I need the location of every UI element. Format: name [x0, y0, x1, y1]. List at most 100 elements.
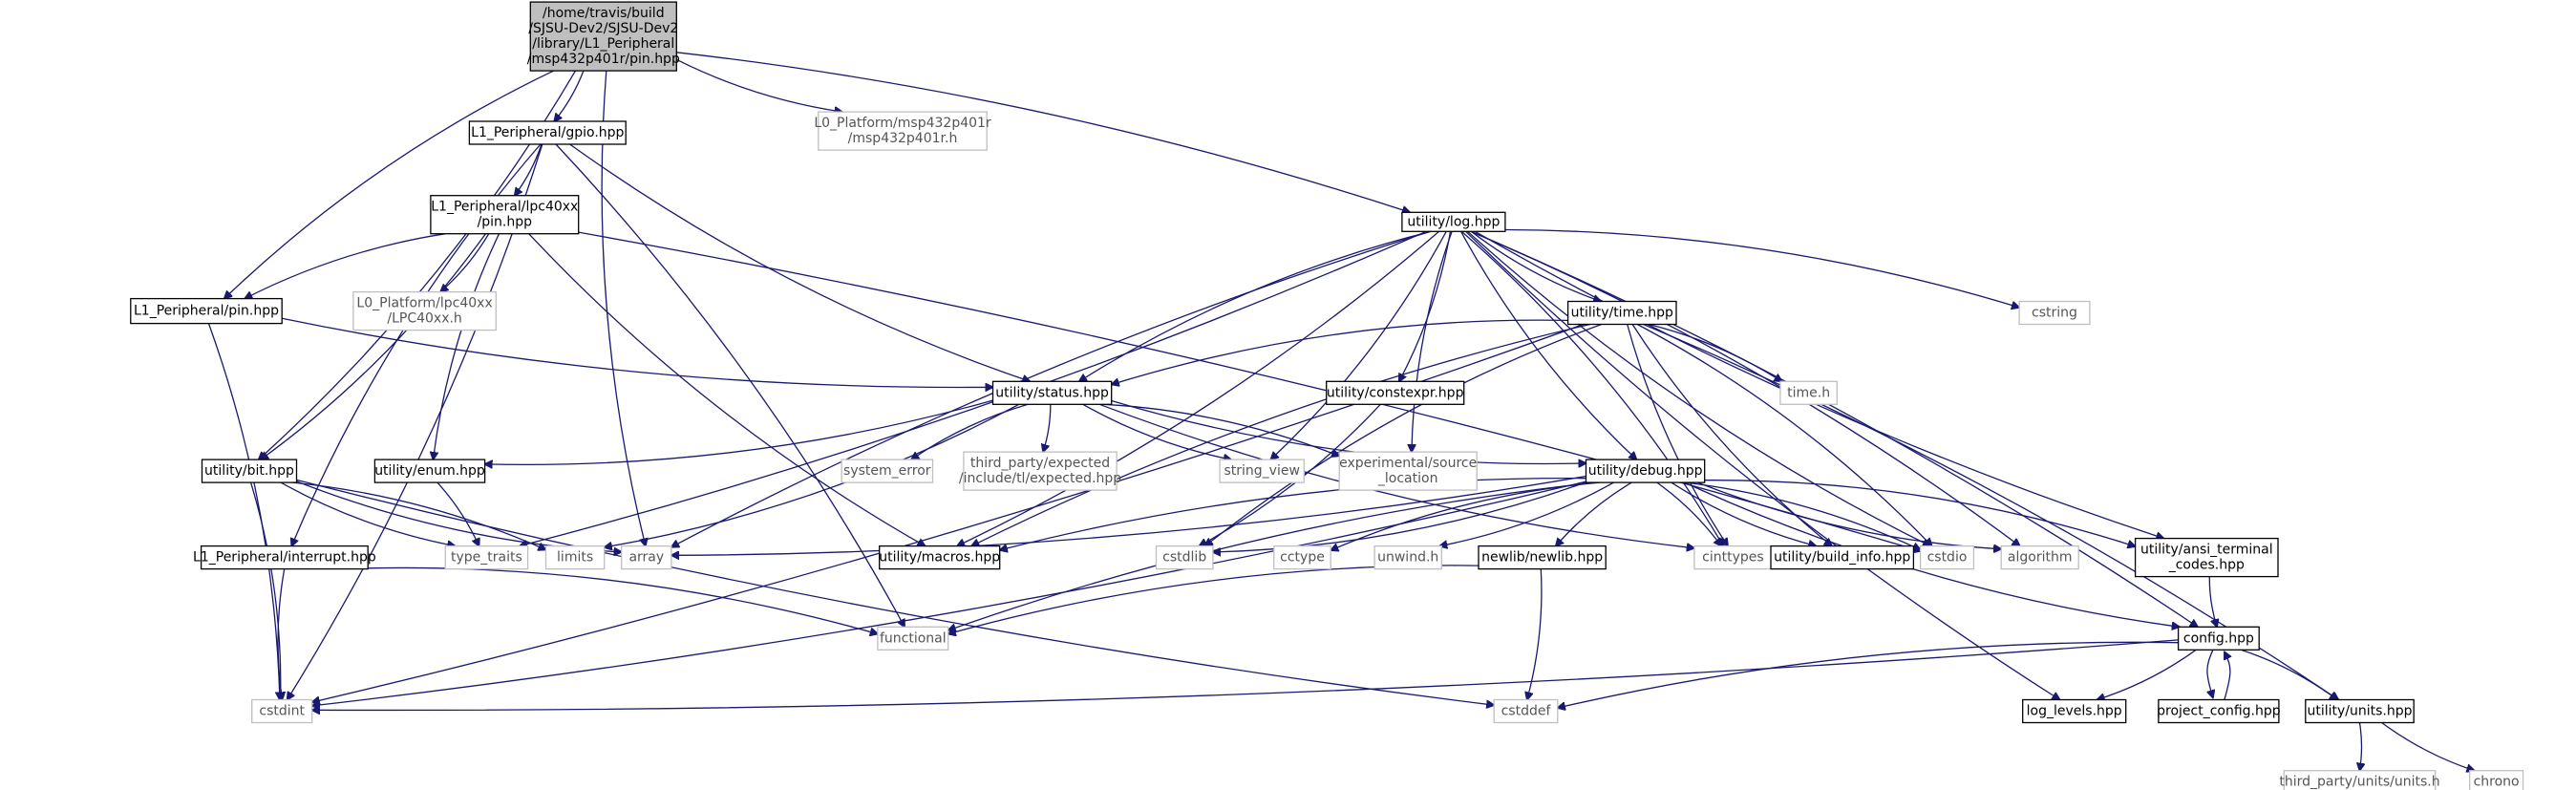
- node-box-unitsh: [2283, 770, 2437, 790]
- node-box-time: [1566, 300, 1677, 326]
- node-gpio[interactable]: L1_Peripheral/gpio.hpp: [468, 120, 627, 145]
- edge-lpcpin-to-enum: [434, 233, 500, 459]
- edge-status-to-expected: [1043, 404, 1052, 452]
- node-label-root: /SJSU-Dev2/SJSU-Dev2: [528, 21, 678, 36]
- edge-debug-to-newlib: [1556, 481, 1632, 545]
- node-cstdio: cstdio: [1919, 544, 1975, 570]
- edge-config-to-loglevels: [2097, 649, 2197, 699]
- edge-log-to-cstring: [1504, 228, 2019, 308]
- node-box-projcfg: [2158, 698, 2280, 724]
- node-box-bit: [201, 459, 298, 483]
- node-bit[interactable]: utility/bit.hpp: [201, 459, 298, 483]
- node-label-l0msp: /msp432p401r.h: [848, 131, 958, 146]
- node-box-cstddef: [1493, 698, 1559, 724]
- node-box-config: [2177, 626, 2260, 651]
- node-label-projcfg: project_config.hpp: [2157, 704, 2281, 719]
- node-box-timeh: [1779, 380, 1838, 405]
- node-lpcpin[interactable]: L1_Peripheral/lpc40xx/pin.hpp: [430, 195, 580, 235]
- edge-status-to-enum: [485, 399, 993, 464]
- node-units[interactable]: utility/units.hpp: [2305, 698, 2415, 724]
- node-label-l0lpc: L0_Platform/lpc40xx: [356, 296, 492, 311]
- node-label-interrupt: L1_Peripheral/interrupt.hpp: [193, 550, 376, 566]
- node-macros[interactable]: utility/macros.hpp: [879, 544, 1001, 570]
- node-box-array: [621, 544, 672, 570]
- node-box-limits: [544, 544, 606, 570]
- node-label-lpcpin: /pin.hpp: [478, 215, 533, 230]
- edge-debug-to-functional: [948, 481, 1596, 630]
- edge-units-to-chrono: [2381, 721, 2475, 771]
- node-buildinfo[interactable]: utility/build_info.hpp: [1770, 544, 1915, 570]
- node-newlib[interactable]: newlib/newlib.hpp: [1478, 544, 1607, 570]
- edge-config-to-units: [2240, 649, 2337, 699]
- edge-interrupt-to-cstdint: [278, 568, 285, 700]
- node-ansi[interactable]: utility/ansi_terminal_codes.hpp: [2134, 537, 2279, 578]
- edge-log-to-constexpr: [1399, 231, 1452, 381]
- edge-bit-to-cstddef: [296, 479, 1495, 705]
- node-root[interactable]: /home/travis/build/SJSU-Dev2/SJSU-Dev2/l…: [527, 1, 680, 72]
- node-loglevels[interactable]: log_levels.hpp: [2022, 698, 2127, 724]
- edge-time-to-cstdio: [1636, 323, 1931, 546]
- node-box-macros: [879, 544, 1001, 570]
- node-box-newlib: [1478, 544, 1607, 570]
- node-label-unitsh: third_party/units/units.h: [2279, 775, 2439, 790]
- node-label-algorithm: algorithm: [2008, 550, 2073, 566]
- node-label-constexpr: utility/constexpr.hpp: [1327, 385, 1464, 400]
- edge-log-to-cstdio: [1467, 230, 1930, 545]
- node-box-log: [1401, 211, 1506, 232]
- edge-bit-to-limits: [292, 481, 545, 549]
- edge-debug-to-macros: [1000, 478, 1586, 550]
- node-label-cinttypes: cinttypes: [1702, 550, 1764, 566]
- node-label-cstring: cstring: [2032, 306, 2077, 321]
- edge-newlib-to-functional: [948, 565, 1480, 634]
- node-label-enum: utility/enum.hpp: [374, 463, 485, 479]
- node-label-expsrc: experimental/source: [1339, 456, 1477, 471]
- node-label-expected: /include/tl/expected.hpp: [959, 471, 1121, 486]
- edge-time-to-status: [1112, 319, 1568, 384]
- node-box-lpcpin: [430, 195, 580, 235]
- node-cstddef: cstddef: [1493, 698, 1559, 724]
- node-l1pin[interactable]: L1_Peripheral/pin.hpp: [130, 297, 283, 325]
- edge-debug-to-algorithm: [1697, 481, 2001, 549]
- node-enum[interactable]: utility/enum.hpp: [373, 459, 486, 483]
- node-box-loglevels: [2022, 698, 2127, 724]
- node-box-unwind: [1373, 544, 1442, 570]
- dependency-edges: [207, 52, 2475, 771]
- node-log[interactable]: utility/log.hpp: [1401, 211, 1506, 232]
- dependency-nodes: /home/travis/build/SJSU-Dev2/SJSU-Dev2/l…: [130, 1, 2524, 790]
- node-interrupt[interactable]: L1_Peripheral/interrupt.hpp: [193, 544, 376, 570]
- edge-lpcpin-to-l0lpc: [440, 233, 490, 292]
- edge-l1pin-to-cstdint: [207, 323, 280, 700]
- edge-log-to-debug: [1460, 230, 1637, 459]
- edge-log-to-config: [1471, 230, 2198, 627]
- node-label-strview: string_view: [1224, 463, 1299, 479]
- node-array: array: [621, 544, 672, 570]
- node-label-cstddef: cstddef: [1501, 704, 1552, 719]
- node-label-ansi: _codes.hpp: [2168, 558, 2245, 573]
- node-label-log: utility/log.hpp: [1407, 214, 1500, 229]
- node-status[interactable]: utility/status.hpp: [991, 380, 1113, 405]
- edge-time-to-cinttypes: [1627, 324, 1728, 546]
- node-constexpr[interactable]: utility/constexpr.hpp: [1326, 380, 1465, 405]
- node-projcfg[interactable]: project_config.hpp: [2157, 698, 2281, 724]
- edge-interrupt-to-functional: [368, 566, 878, 633]
- node-debug[interactable]: utility/debug.hpp: [1585, 459, 1706, 483]
- node-box-gpio: [468, 120, 627, 145]
- edge-debug-to-buildinfo: [1671, 481, 1817, 545]
- edge-lpcpin-to-bit: [261, 233, 486, 459]
- edge-lpcpin-to-cstdio: [578, 231, 1921, 551]
- node-expected: third_party/expected/include/tl/expected…: [959, 451, 1121, 491]
- edge-newlib-to-cstddef: [1527, 568, 1543, 700]
- node-box-units: [2305, 698, 2415, 724]
- edge-lpcpin-to-l1pin: [245, 233, 446, 299]
- node-label-l0lpc: /LPC40xx.h: [387, 311, 461, 327]
- node-functional: functional: [877, 626, 949, 651]
- node-typetraits: type_traits: [444, 544, 529, 570]
- node-time[interactable]: utility/time.hpp: [1566, 300, 1677, 326]
- node-box-cstdio: [1919, 544, 1975, 570]
- node-label-chrono: chrono: [2474, 775, 2520, 790]
- node-config[interactable]: config.hpp: [2177, 626, 2260, 651]
- edge-debug-to-unwind: [1439, 481, 1614, 545]
- edge-root-to-l0msp: [676, 58, 841, 112]
- node-box-root: [529, 1, 677, 72]
- node-label-root: /home/travis/build: [543, 6, 665, 21]
